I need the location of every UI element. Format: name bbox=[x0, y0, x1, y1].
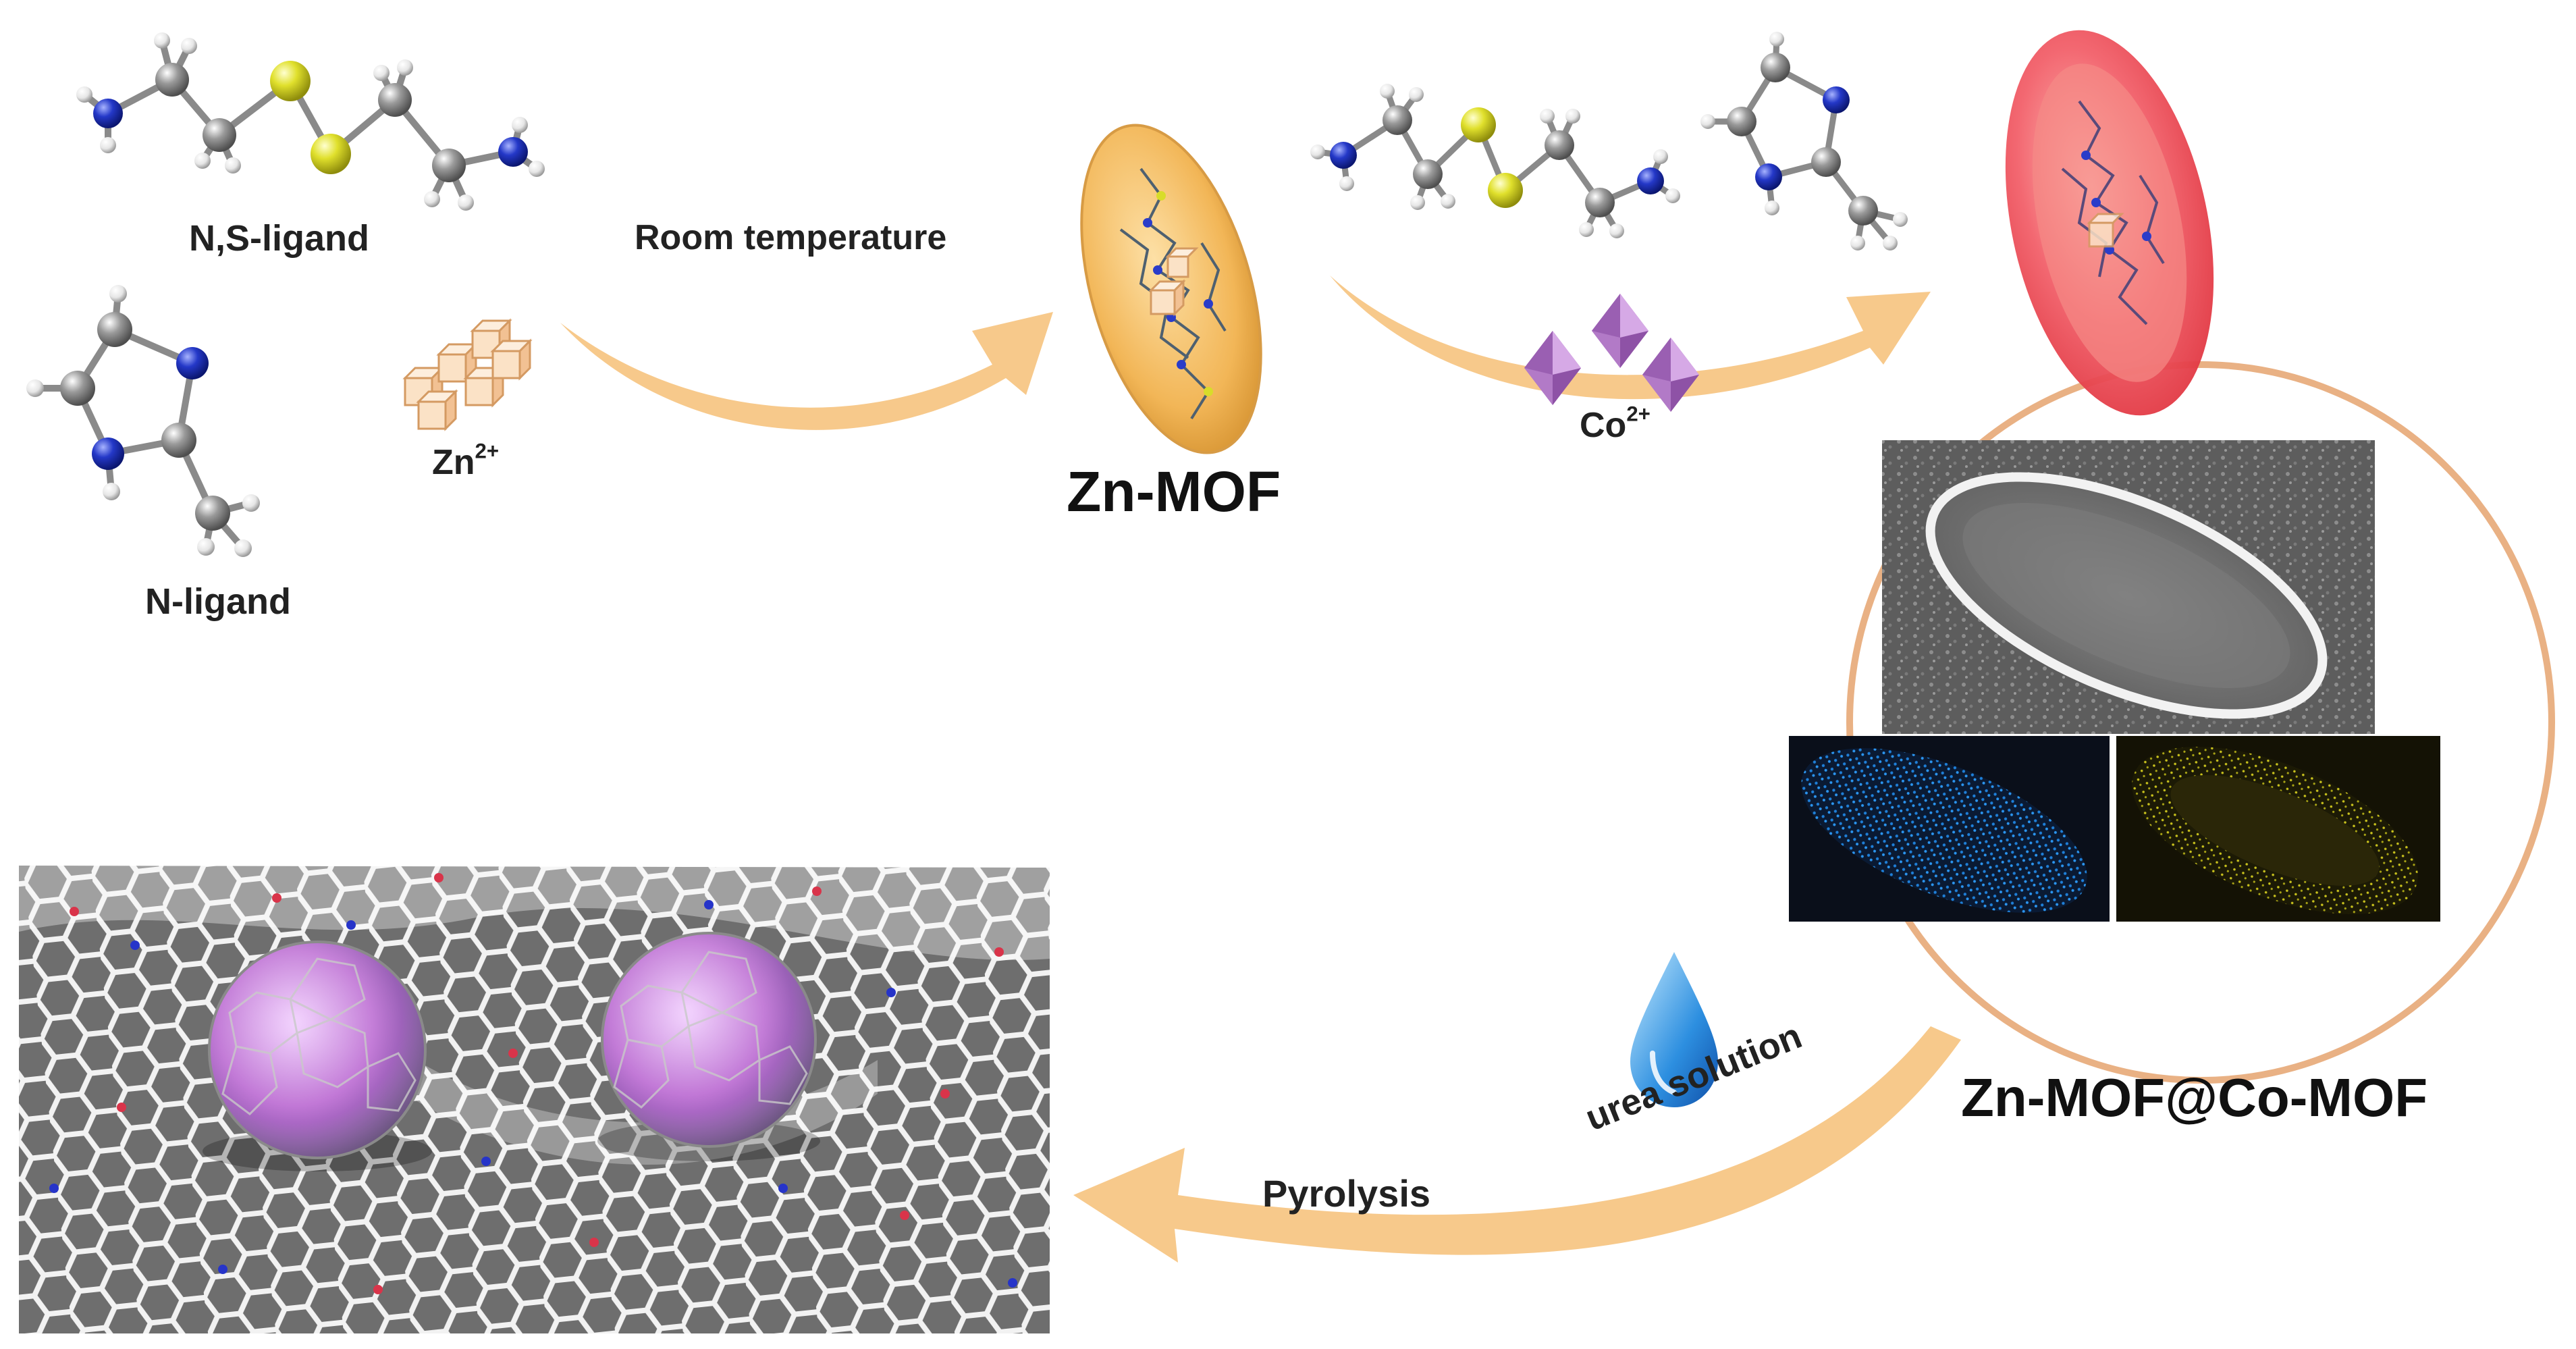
ns-ligand-label-text: N,S-ligand bbox=[189, 218, 369, 259]
sem-image bbox=[1882, 440, 2375, 734]
co-octahedra-icon bbox=[1524, 294, 1699, 412]
zn-ion-label: Zn2+ bbox=[432, 439, 500, 483]
room-temperature-text: Room temperature bbox=[635, 218, 947, 257]
arrow-co-addition bbox=[1330, 275, 1931, 400]
zn-mof-co-mof-text: Zn-MOF@Co-MOF bbox=[1961, 1067, 2428, 1128]
sem-circle-outline bbox=[1846, 361, 2555, 1084]
arrow-room-temperature bbox=[560, 312, 1053, 430]
eds-map-yellow bbox=[2116, 736, 2440, 922]
co-ion-label: Co2+ bbox=[1580, 402, 1651, 446]
ns-ligand-label: N,S-ligand bbox=[189, 217, 369, 259]
pyrolysis-label: Pyrolysis bbox=[1262, 1171, 1430, 1215]
water-droplet-icon bbox=[1630, 952, 1718, 1107]
zn-ion-charge: 2+ bbox=[475, 439, 500, 463]
n-ligand-label: N-ligand bbox=[145, 581, 291, 623]
zn-mof-ellipsoid-icon bbox=[1080, 124, 1262, 454]
co-ion-base: Co bbox=[1580, 406, 1627, 445]
room-temperature-label: Room temperature bbox=[635, 217, 946, 258]
pyrolysis-text: Pyrolysis bbox=[1262, 1172, 1431, 1215]
carbon-sheet-icon bbox=[19, 866, 1050, 1333]
zn-mof-co-mof-label: Zn-MOF@Co-MOF bbox=[1961, 1067, 2427, 1129]
zn-cubes-icon bbox=[402, 318, 533, 431]
arrow-pyrolysis bbox=[1073, 1026, 1961, 1263]
n-ligand-molecule-icon bbox=[26, 285, 260, 557]
zn-mof-text: Zn-MOF bbox=[1067, 460, 1281, 523]
ns-ligand-molecule-icon-2 bbox=[1310, 84, 1680, 238]
co-ion-charge: 2+ bbox=[1626, 402, 1651, 426]
eds-map-blue bbox=[1789, 736, 2110, 922]
zn-mof-co-mof-ellipsoid-icon bbox=[2005, 30, 2214, 416]
zn-mof-label: Zn-MOF bbox=[1067, 459, 1281, 525]
n-ligand-label-text: N-ligand bbox=[145, 581, 291, 622]
zn-ion-base: Zn bbox=[432, 443, 475, 482]
n-ligand-molecule-icon-2 bbox=[1700, 32, 1908, 250]
ns-ligand-molecule-icon bbox=[76, 32, 545, 211]
